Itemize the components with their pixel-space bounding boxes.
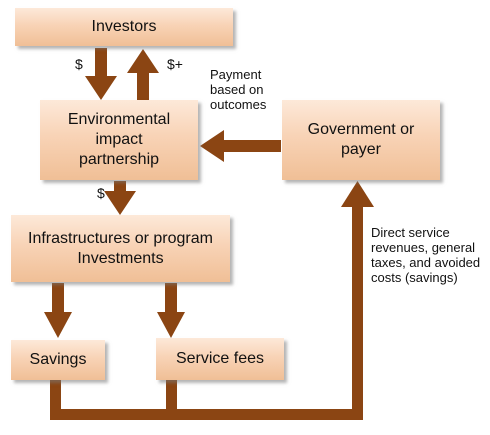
eip-label: Environmental impact partnership bbox=[67, 111, 171, 168]
loop-bottom-line bbox=[50, 409, 363, 420]
arrow-eip-to-investors bbox=[127, 49, 159, 100]
service-fees-label: Service fees bbox=[175, 350, 265, 367]
loop-riser bbox=[352, 207, 363, 420]
savings-label: Savings bbox=[29, 351, 87, 368]
payment-label: Payment based on outcomes bbox=[210, 67, 267, 112]
service-fees-box: Service fees bbox=[156, 338, 284, 380]
investors-label: Investors bbox=[91, 18, 157, 35]
arrow-infra-to-fees bbox=[157, 283, 185, 338]
loop-fees-drop bbox=[166, 380, 177, 420]
dollar-down-label: $ bbox=[75, 56, 83, 72]
dollar-infra-label: $ bbox=[97, 185, 105, 201]
arrow-loop-to-gov bbox=[341, 181, 374, 207]
arrow-eip-to-infra bbox=[104, 181, 136, 215]
loop-savings-drop bbox=[50, 380, 61, 420]
infrastructure-label: Infrastructures or program Investments bbox=[28, 229, 213, 267]
investors-box: Investors bbox=[15, 8, 233, 46]
government-label: Government or payer bbox=[307, 121, 415, 158]
arrow-infra-to-savings bbox=[44, 283, 72, 338]
eip-box: Environmental impact partnership bbox=[40, 100, 198, 180]
arrow-gov-to-eip bbox=[200, 130, 281, 162]
infrastructure-box: Infrastructures or program Investments bbox=[11, 215, 230, 282]
savings-box: Savings bbox=[11, 340, 105, 380]
arrow-investors-to-eip bbox=[85, 48, 117, 100]
direct-revenues-label: Direct service revenues, general taxes, … bbox=[371, 225, 481, 285]
dollar-up-label: $+ bbox=[167, 56, 183, 72]
government-box: Government or payer bbox=[282, 100, 440, 180]
